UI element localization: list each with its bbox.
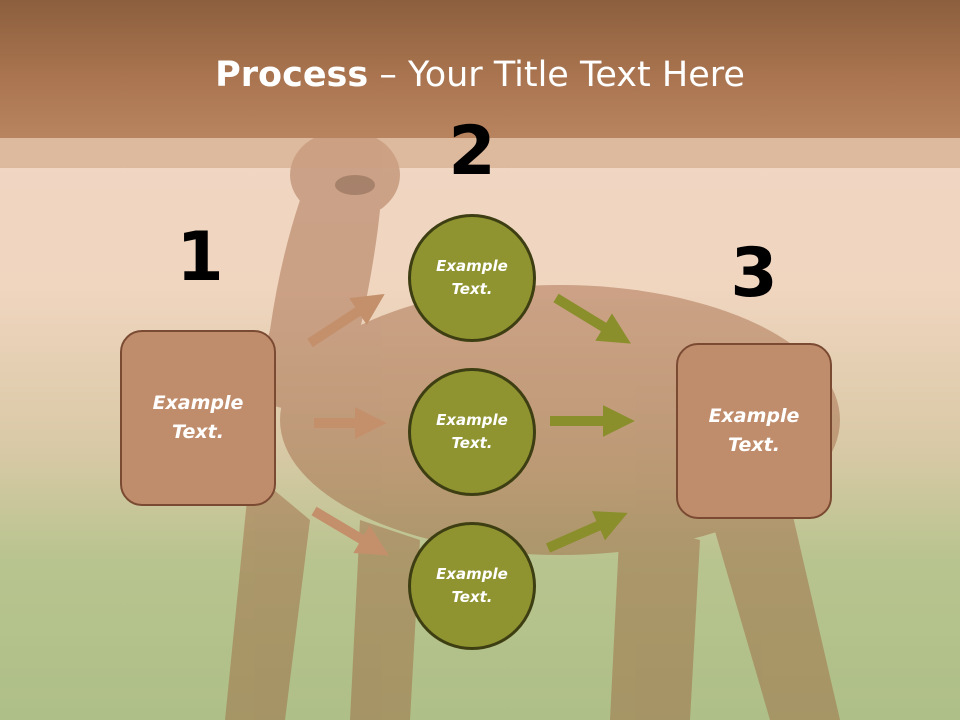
title-bold: Process <box>215 55 369 95</box>
step-1-text: Example Text. <box>152 392 244 443</box>
step-2-circle-bottom[interactable]: Example Text. <box>408 522 536 650</box>
step-number-1: 1 <box>176 218 224 297</box>
step-3-text: Example Text. <box>708 405 800 456</box>
title-dash: – <box>368 55 408 95</box>
step-2-circle-middle[interactable]: Example Text. <box>408 368 536 496</box>
title-bar <box>0 0 960 138</box>
arrow-to-bottom-circle <box>311 506 390 556</box>
step-2-circle-top[interactable]: Example Text. <box>408 214 536 342</box>
title-bar-band <box>0 138 960 168</box>
circle-middle-text: Example Text. <box>436 411 508 452</box>
step-number-2: 2 <box>448 112 496 191</box>
step-3-box[interactable]: Example Text. <box>676 343 832 519</box>
step-1-box[interactable]: Example Text. <box>120 330 276 506</box>
arrow-from-bottom-circle <box>545 511 628 553</box>
slide-title: Process – Your Title Text Here <box>0 52 960 98</box>
step-number-3: 3 <box>730 234 778 313</box>
circle-bottom-text: Example Text. <box>436 565 508 606</box>
title-rest: Your Title Text Here <box>407 55 745 95</box>
arrow-to-top-circle <box>307 293 385 348</box>
circle-top-text: Example Text. <box>436 257 508 298</box>
arrow-from-top-circle <box>553 293 631 344</box>
